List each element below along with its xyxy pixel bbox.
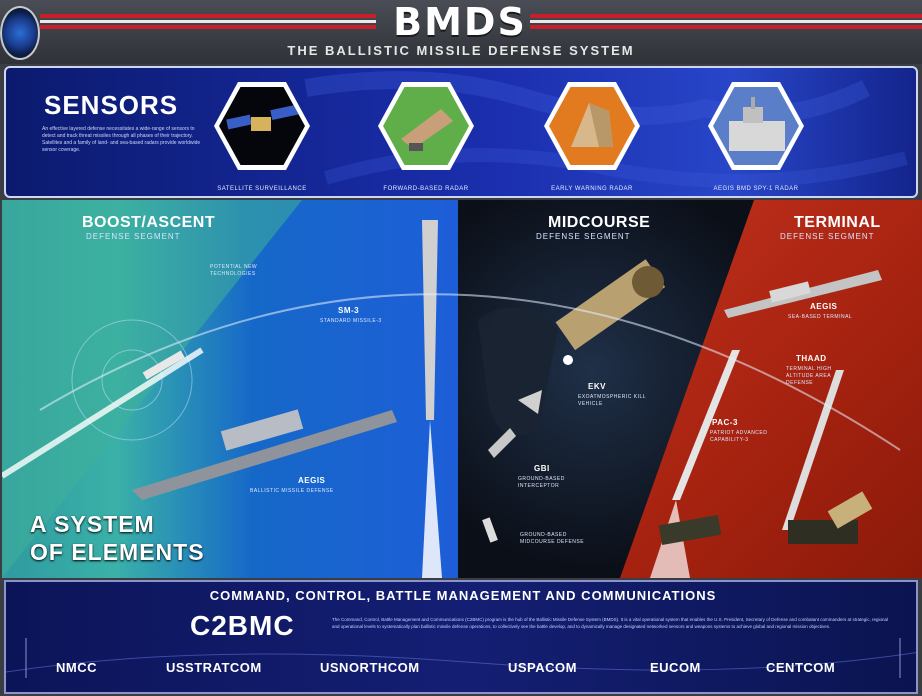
midcourse-artwork [478, 259, 666, 543]
gbi-label: GBI [534, 464, 550, 473]
early-warning-radar-icon [571, 103, 613, 147]
satellite-hex [214, 82, 310, 170]
terminal-subtitle: DEFENSE SEGMENT [780, 232, 875, 241]
system-of-elements-text: A SYSTEM OF ELEMENTS [30, 510, 205, 566]
boost-title: BOOST/ASCENT [82, 214, 216, 231]
thaad-missile-icon [782, 370, 844, 530]
radar-icon [401, 109, 453, 151]
thaad-sublabel: TERMINAL HIGH ALTITUDE AREA DEFENSE [786, 366, 832, 386]
boost-artwork [2, 220, 442, 578]
pac3-label: PAC-3 [712, 418, 738, 427]
command-uspacom: USPACOM [508, 660, 577, 675]
mda-seal-logo [0, 6, 40, 60]
command-nmcc: NMCC [56, 660, 97, 675]
page-subtitle: THE BALLISTIC MISSILE DEFENSE SYSTEM [287, 43, 635, 58]
command-centcom: CENTCOM [766, 660, 836, 675]
terminal-title: TERMINAL [794, 214, 881, 231]
gmd-label: GROUND-BASED MIDCOURSE DEFENSE [520, 532, 585, 545]
header [0, 0, 922, 64]
command-usstratcom: USSTRATCOM [166, 660, 262, 675]
aegis-terminal-label: AEGIS [810, 302, 838, 311]
system-text-line1: A SYSTEM [30, 511, 155, 537]
satellite-icon [226, 103, 302, 131]
sensor-caption-satellite: SATELLITE SURVEILLANCE [217, 186, 307, 192]
ekv-sublabel: EXOATMOSPHERIC KILL VEHICLE [578, 394, 646, 407]
aegis-boost-sublabel: BALLISTIC MISSILE DEFENSE [250, 488, 334, 494]
page-title: BMDS [393, 0, 527, 44]
sensor-caption-aegis-radar: AEGIS BMD SPY-1 RADAR [713, 186, 799, 192]
command-usnorthcom: USNORTHCOM [320, 660, 420, 675]
sensors-description: An effective layered defense necessitate… [42, 126, 201, 153]
potential-technologies-label: POTENTIAL NEW TECHNOLOGIES [210, 264, 258, 277]
sensor-caption-early-warning: EARLY WARNING RADAR [551, 186, 633, 192]
gbi-icon [488, 428, 516, 458]
midcourse-subtitle: DEFENSE SEGMENT [536, 232, 631, 241]
gbi-sublabel: GROUND-BASED INTERCEPTOR [518, 476, 565, 489]
aegis-boost-label: AEGIS [298, 476, 326, 485]
sensors-panel: SENSORS An effective layered defense nec… [4, 66, 918, 198]
pac3-sublabel: PATRIOT ADVANCED CAPABILITY-3 [710, 430, 768, 443]
terminal-artwork [650, 270, 882, 578]
aegis-terminal-sublabel: SEA-BASED TERMINAL [788, 314, 853, 320]
command-eucom: EUCOM [650, 660, 701, 675]
c2bmc-panel: COMMAND, CONTROL, BATTLE MANAGEMENT AND … [4, 580, 918, 694]
missile-icon [142, 350, 185, 380]
sm3-label: SM-3 [338, 306, 360, 315]
c2bmc-description: The Command, Control, Battle Management … [332, 617, 888, 629]
system-text-line2: OF ELEMENTS [30, 539, 205, 565]
sensor-caption-forward-radar: FORWARD-BASED RADAR [383, 186, 469, 192]
midcourse-title: MIDCOURSE [548, 214, 651, 231]
sensors-title: SENSORS [44, 90, 179, 120]
sm3-sublabel: STANDARD MISSILE-3 [320, 318, 382, 324]
aegis-ship-icon [132, 410, 397, 500]
trajectory-arc [39, 293, 901, 451]
thaad-label: THAAD [796, 354, 827, 363]
c2bmc-map-background [6, 638, 916, 678]
c2bmc-title: COMMAND, CONTROL, BATTLE MANAGEMENT AND … [209, 588, 717, 603]
ship-radar-icon [729, 97, 785, 151]
ekv-label: EKV [588, 382, 606, 391]
boost-subtitle: DEFENSE SEGMENT [86, 232, 181, 241]
c2bmc-name: C2BMC [190, 610, 295, 641]
sm3-missile-icon [422, 220, 438, 420]
pac3-missile-icon [672, 350, 740, 500]
